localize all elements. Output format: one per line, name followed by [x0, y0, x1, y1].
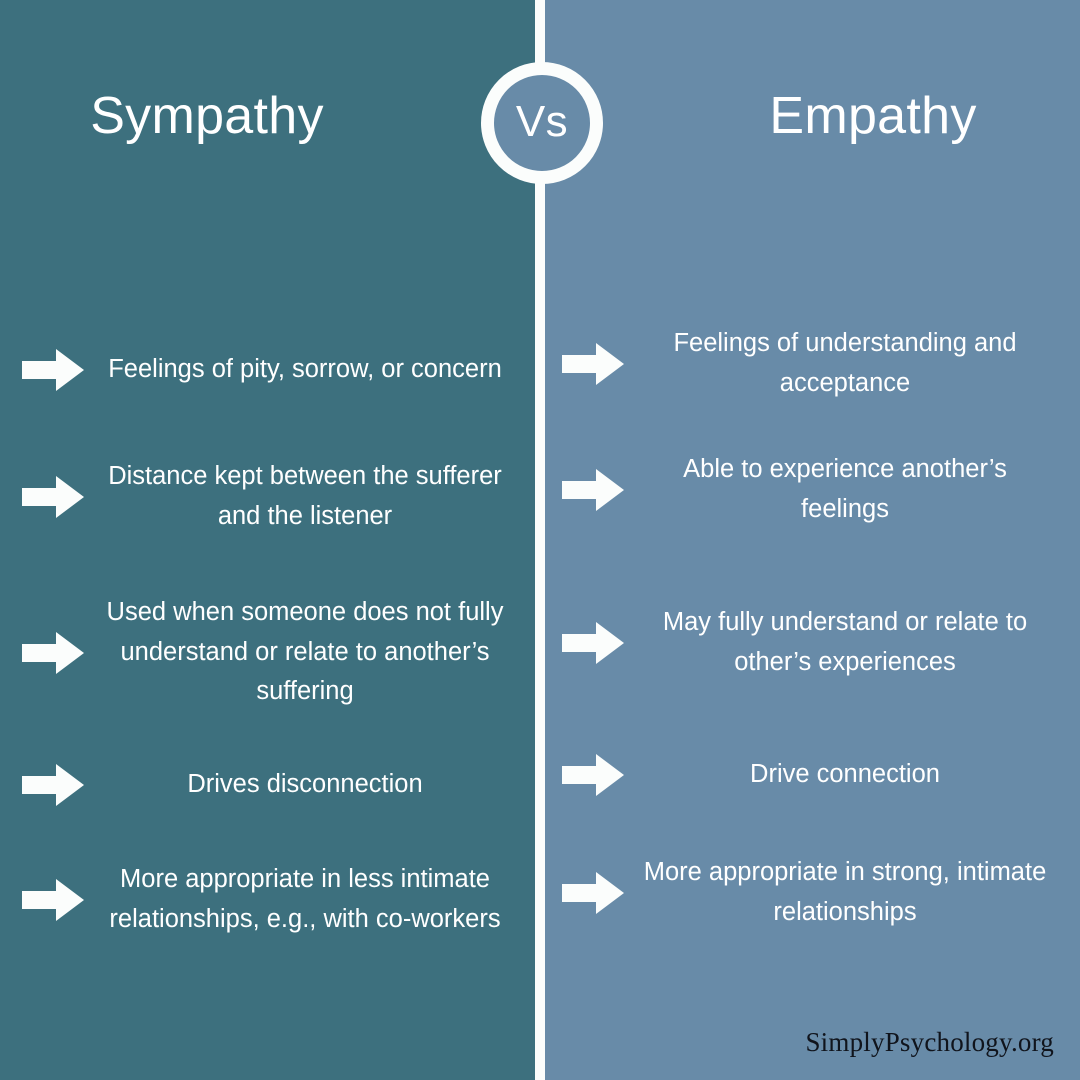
arrow-right-icon [562, 467, 624, 513]
list-item-text: More appropriate in strong, intimate rel… [643, 858, 1047, 926]
arrow-right-icon [22, 762, 84, 808]
arrow-right-icon [562, 341, 624, 387]
list-item-text: Feelings of understanding and acceptance [673, 329, 1017, 397]
arrow-right-icon [22, 347, 84, 393]
list-item-text: Distance kept between the sufferer and t… [108, 462, 502, 530]
list-item: More appropriate in less intimate relati… [22, 835, 518, 965]
bullet-list-sympathy: Feelings of pity, sorrow, or concern Dis… [0, 316, 540, 965]
list-item: Distance kept between the sufferer and t… [22, 424, 518, 570]
list-item-text: May fully understand or relate to other’… [662, 608, 1028, 676]
column-title-sympathy: Sympathy [90, 87, 324, 145]
list-item-text: Able to experience another’s feelings [683, 455, 1007, 523]
arrow-right-icon [562, 752, 624, 798]
list-item-text: More appropriate in less intimate relati… [109, 865, 501, 933]
list-item: Drive connection [562, 722, 1058, 828]
arrow-right-icon [22, 474, 84, 520]
arrow-right-icon [22, 877, 84, 923]
arrow-right-icon [22, 630, 84, 676]
arrow-right-icon [562, 870, 624, 916]
list-item: Feelings of pity, sorrow, or concern [22, 316, 518, 424]
list-item: Able to experience another’s feelings [562, 416, 1058, 564]
list-item-text: Drives disconnection [187, 770, 423, 799]
column-divider [535, 0, 545, 1080]
list-item: Drives disconnection [22, 735, 518, 835]
brand-wordmark: SimplyPsychology.org [805, 1027, 1054, 1057]
list-item-text: Drive connection [750, 760, 940, 789]
vs-badge: Vs [481, 62, 603, 184]
arrow-right-icon [562, 620, 624, 666]
column-title-empathy: Empathy [769, 87, 977, 145]
list-item-text: Used when someone does not fully underst… [106, 598, 504, 706]
column-sympathy: Sympathy Feelings of pity, sorrow, or co… [0, 0, 540, 1080]
list-item: More appropriate in strong, intimate rel… [562, 828, 1058, 958]
column-empathy: Empathy Feelings of understanding and ac… [540, 0, 1080, 1080]
bullet-list-empathy: Feelings of understanding and acceptance… [540, 312, 1080, 958]
vs-badge-label: Vs [515, 97, 569, 146]
list-item: Feelings of understanding and acceptance [562, 312, 1058, 416]
list-item: May fully understand or relate to other’… [562, 564, 1058, 722]
list-item-text: Feelings of pity, sorrow, or concern [108, 355, 502, 384]
list-item: Used when someone does not fully underst… [22, 570, 518, 735]
